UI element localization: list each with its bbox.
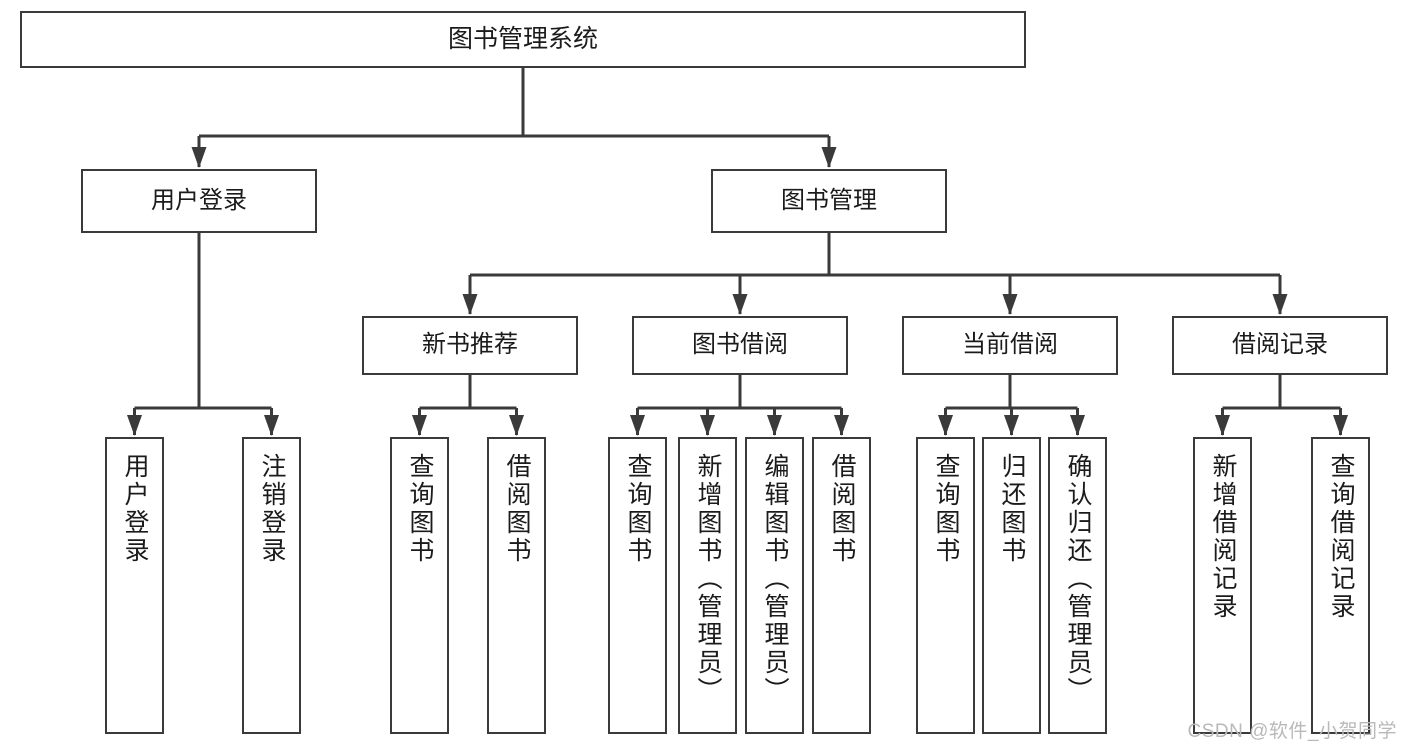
connector-group-current-borrow [938, 375, 1085, 436]
connector-arrowhead [630, 415, 645, 436]
node-leaf-user-login[interactable]: 用户登录 [105, 437, 164, 734]
node-book-borrow[interactable]: 图书借阅 [632, 316, 848, 375]
node-user-login[interactable]: 用户登录 [81, 169, 317, 233]
node-leaf-borrow-query[interactable]: 查询图书 [608, 437, 667, 734]
node-label: 查询图书 [406, 453, 434, 565]
connector-arrowhead [938, 415, 953, 436]
node-label: 新书推荐 [422, 331, 518, 359]
connector-arrowhead [834, 415, 849, 436]
node-book-manage[interactable]: 图书管理 [711, 169, 947, 233]
connector-arrowhead [1272, 294, 1288, 315]
connector-arrowhead [1215, 415, 1230, 436]
node-leaf-rec-borrow[interactable]: 借阅图书 [487, 437, 546, 734]
node-label: 确认归还（管理员） [1064, 453, 1092, 705]
node-label: 新增图书（管理员） [694, 453, 722, 705]
connector-arrowhead [264, 415, 279, 436]
node-leaf-book-add[interactable]: 新增图书（管理员） [678, 437, 737, 734]
node-new-book-rec[interactable]: 新书推荐 [362, 316, 578, 375]
connector-arrowhead [412, 415, 427, 436]
node-leaf-book-edit[interactable]: 编辑图书（管理员） [745, 437, 804, 734]
node-label: 用户登录 [151, 186, 247, 214]
connector-group-book-borrow [630, 375, 849, 436]
connector-arrowhead [191, 147, 207, 168]
node-label: 借阅记录 [1232, 331, 1328, 359]
node-label: 归还图书 [998, 453, 1026, 565]
connector-arrowhead [1004, 415, 1019, 436]
node-label: 图书借阅 [692, 331, 788, 359]
node-label: 新增借阅记录 [1209, 453, 1237, 621]
connector-group-borrow-record [1215, 375, 1348, 436]
node-label: 查询图书 [932, 453, 960, 565]
node-leaf-book-borrow[interactable]: 借阅图书 [812, 437, 871, 734]
connector-arrowhead [700, 415, 715, 436]
node-leaf-cur-query[interactable]: 查询图书 [916, 437, 975, 734]
node-leaf-cur-confirm[interactable]: 确认归还（管理员） [1048, 437, 1107, 734]
node-label: 借阅图书 [503, 453, 531, 565]
connector-arrowhead [1002, 294, 1018, 315]
connector-group-new-book-rec [412, 375, 524, 436]
connector-group-root [191, 68, 837, 168]
connector-arrowhead [127, 415, 142, 436]
node-leaf-rec-search[interactable]: 查询借阅记录 [1311, 437, 1370, 734]
node-label: 借阅图书 [828, 453, 856, 565]
node-current-borrow[interactable]: 当前借阅 [902, 316, 1118, 375]
node-leaf-rec-query[interactable]: 查询图书 [390, 437, 449, 734]
watermark-text: CSDN @软件_小贺同学 [1187, 721, 1397, 742]
node-borrow-record[interactable]: 借阅记录 [1172, 316, 1388, 375]
node-label: 用户登录 [121, 453, 149, 565]
node-label: 编辑图书（管理员） [761, 453, 789, 705]
connector-group-user-login [127, 233, 279, 436]
node-leaf-rec-add[interactable]: 新增借阅记录 [1193, 437, 1252, 734]
node-label: 图书管理 [781, 186, 877, 214]
node-label: 注销登录 [258, 453, 286, 565]
connector-group-book-manage [462, 233, 1288, 315]
node-label: 查询图书 [624, 453, 652, 565]
connector-arrowhead [1070, 415, 1085, 436]
node-label: 查询借阅记录 [1327, 453, 1355, 621]
node-leaf-user-logout[interactable]: 注销登录 [242, 437, 301, 734]
node-root[interactable]: 图书管理系统 [20, 11, 1026, 68]
node-label: 图书管理系统 [447, 24, 598, 53]
node-leaf-cur-return[interactable]: 归还图书 [982, 437, 1041, 734]
connector-arrowhead [462, 294, 478, 315]
connector-arrowhead [767, 415, 782, 436]
node-label: 当前借阅 [962, 331, 1058, 359]
connector-arrowhead [821, 147, 837, 168]
connector-arrowhead [1333, 415, 1348, 436]
connector-arrowhead [509, 415, 524, 436]
connector-arrowhead [732, 294, 748, 315]
